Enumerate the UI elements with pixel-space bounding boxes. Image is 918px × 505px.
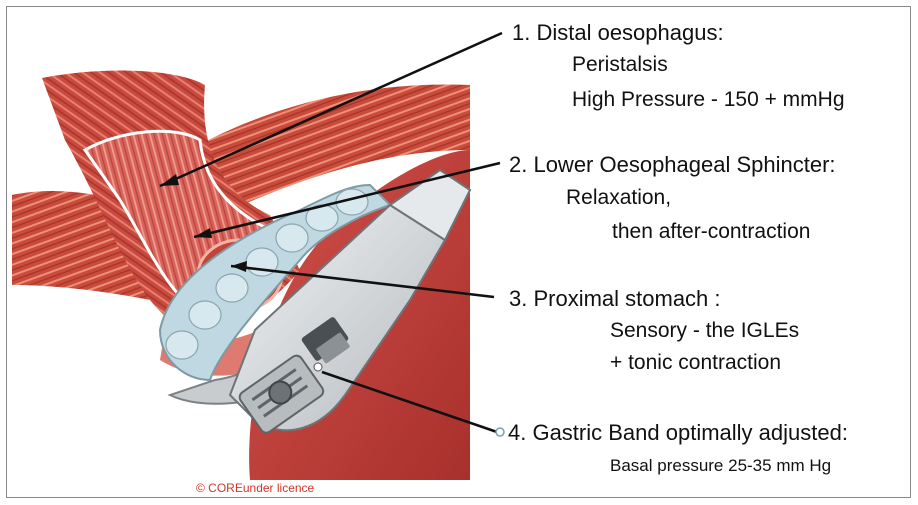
label-1-line1: Peristalsis [572, 53, 668, 77]
label4-endpoint [496, 428, 504, 436]
label-4-title: 4. Gastric Band optimally adjusted: [508, 420, 848, 446]
label-3-line2: + tonic contraction [610, 351, 781, 375]
label-1-line2: High Pressure - 150 + mmHg [572, 88, 845, 112]
label-4-line1: Basal pressure 25-35 mm Hg [610, 456, 831, 476]
label-2-line2: then after-contraction [612, 220, 810, 244]
label-3-line1: Sensory - the IGLEs [610, 319, 799, 343]
label-2-line1: Relaxation, [566, 186, 671, 210]
label-1-title: 1. Distal oesophagus: [512, 20, 724, 46]
copyright-notice: © COREunder licence [196, 481, 314, 495]
label-3-title: 3. Proximal stomach : [509, 286, 721, 312]
label-2-title: 2. Lower Oesophageal Sphincter: [509, 152, 836, 178]
band-pointer-dot [314, 363, 322, 371]
